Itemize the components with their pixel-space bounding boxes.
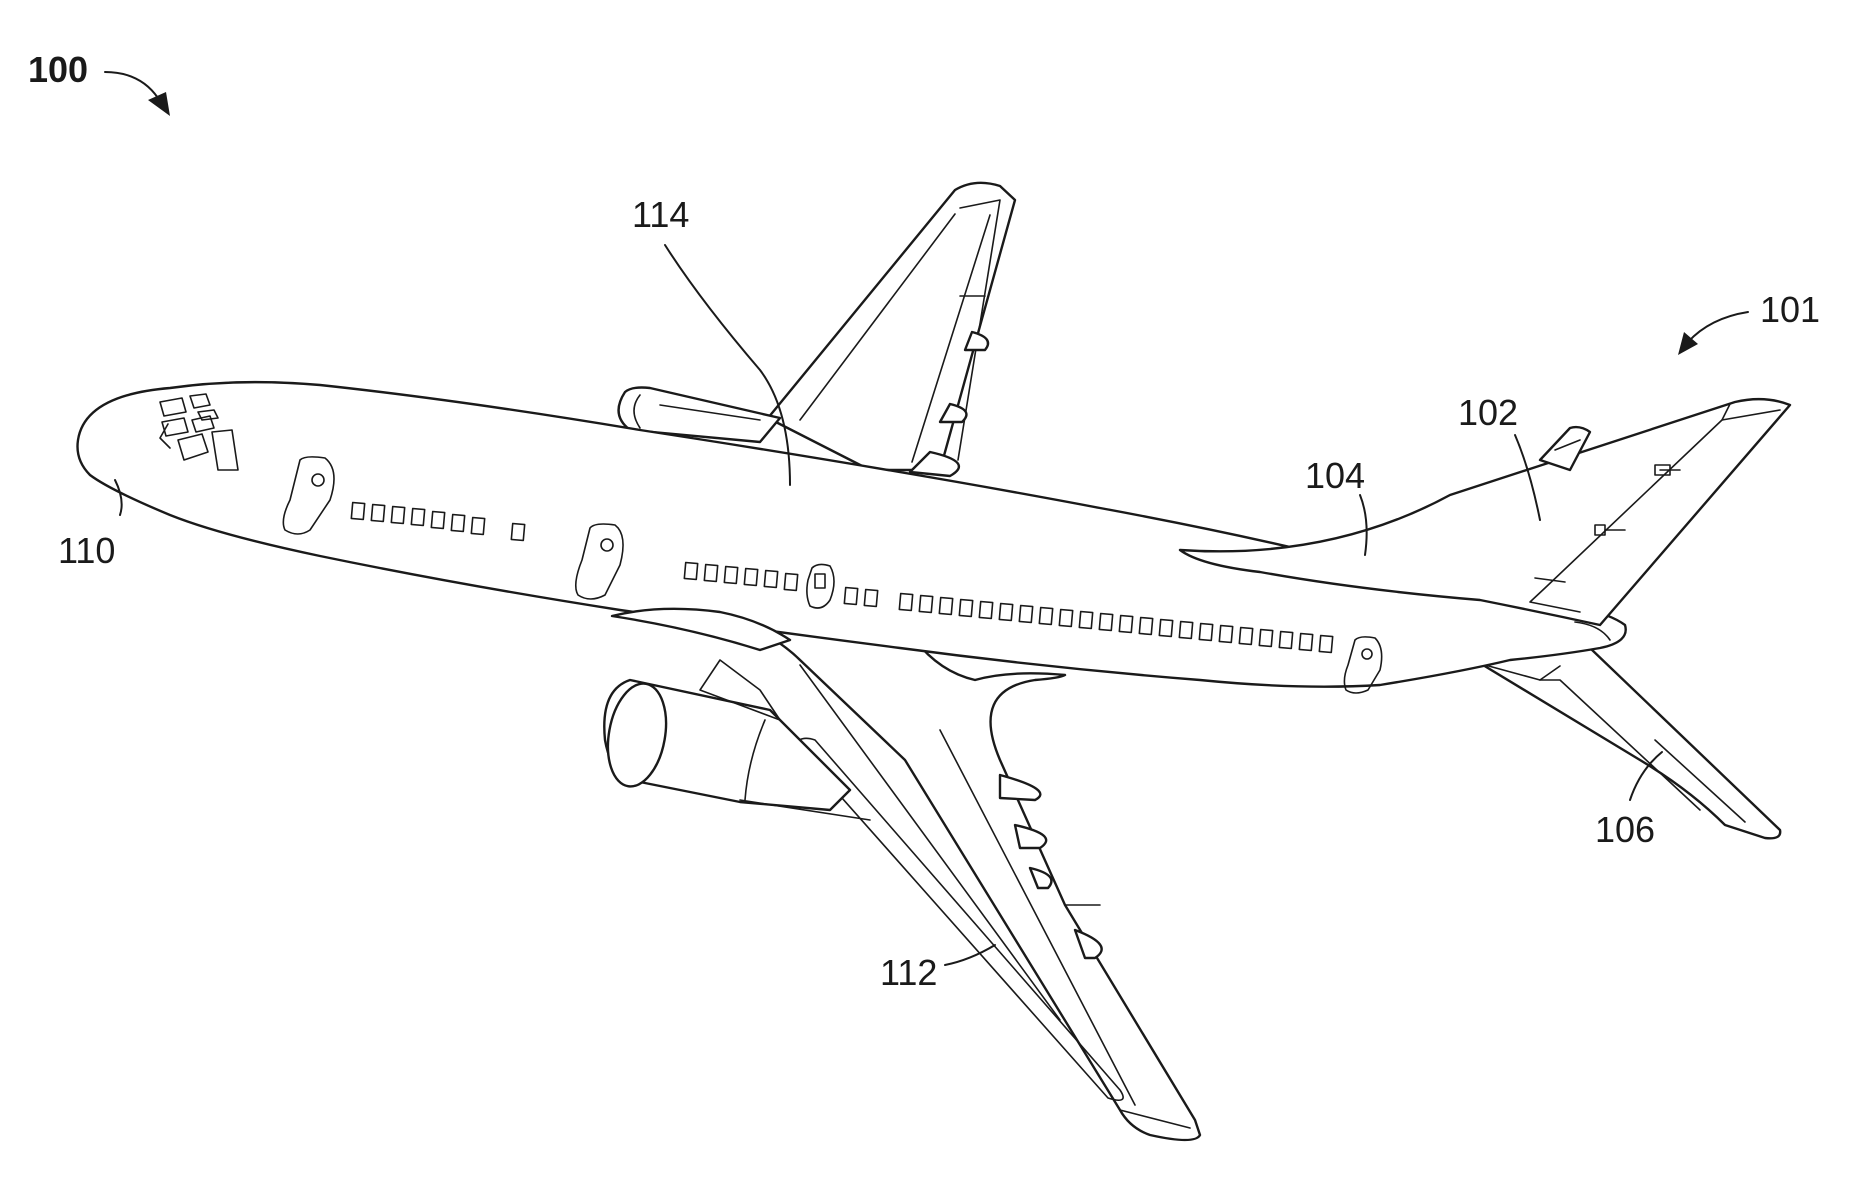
arrow-101 <box>1688 312 1748 342</box>
label-100: 100 <box>28 49 88 90</box>
arrow-100 <box>105 72 158 98</box>
upper-wing <box>768 183 1015 476</box>
label-112: 112 <box>880 952 937 993</box>
label-110: 110 <box>58 530 115 571</box>
label-106: 106 <box>1595 809 1655 850</box>
label-104: 104 <box>1305 455 1365 496</box>
label-101: 101 <box>1760 289 1820 330</box>
arrow-100-head <box>148 92 170 116</box>
label-102: 102 <box>1458 392 1518 433</box>
label-114: 114 <box>632 194 689 235</box>
lower-wing <box>740 620 1200 1140</box>
horizontal-stabilizer <box>1445 635 1780 838</box>
